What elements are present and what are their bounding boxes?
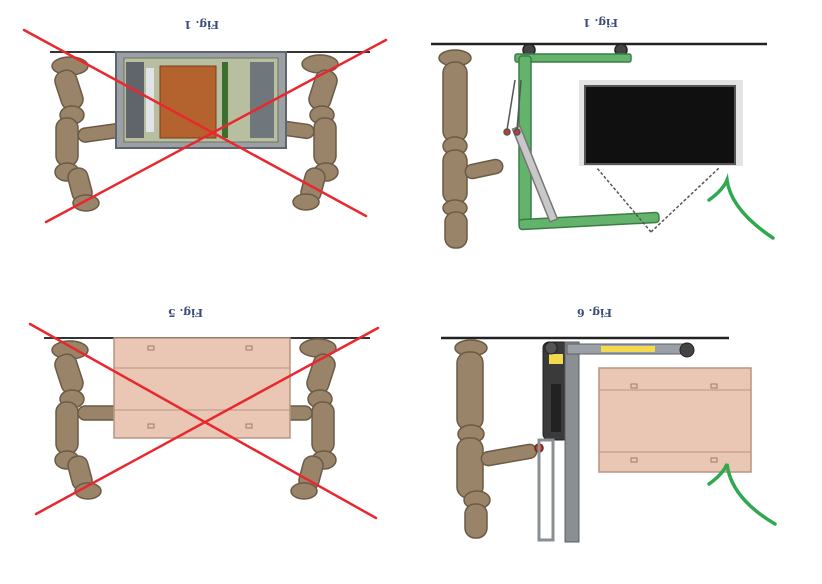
lift-device <box>511 43 660 231</box>
figure-4-illustration <box>441 336 777 543</box>
mannequin-left <box>51 340 123 500</box>
lift-device <box>537 341 695 543</box>
figure-3-panel: Fig. 5 <box>0 292 411 584</box>
monitor <box>579 80 743 166</box>
mannequin-left <box>51 56 125 212</box>
figure-1-illustration <box>22 28 388 224</box>
check-mark-icon <box>707 173 775 240</box>
cross-mark-icon <box>28 322 380 520</box>
mannequin-left <box>454 339 544 539</box>
figure-2-illustration <box>431 42 775 249</box>
handle-levers <box>503 79 522 136</box>
figure-2-panel: Fig. 1 <box>411 0 822 292</box>
cardboard-box <box>598 367 752 473</box>
cross-mark-icon <box>22 28 388 224</box>
support-chains <box>596 167 720 233</box>
figure-1-panel: Fig. 1 <box>0 0 411 292</box>
mannequin-right <box>267 54 339 211</box>
mannequin-left <box>438 49 504 249</box>
check-mark-icon <box>707 463 777 526</box>
figure-3-illustration <box>28 322 380 520</box>
figure-4-panel: Fig. 6 <box>411 292 822 584</box>
server-chassis <box>115 51 287 149</box>
